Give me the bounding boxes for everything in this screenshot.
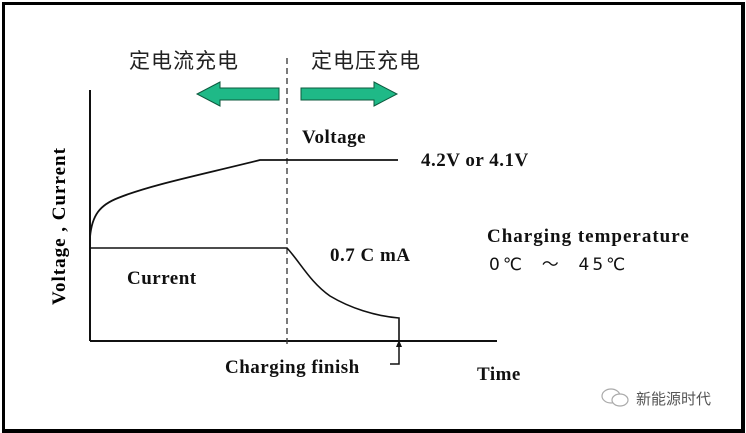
time-axis-label: Time [477,364,521,385]
temperature-title: Charging temperature [487,226,690,247]
temperature-range: 0℃ ～ 45℃ [489,255,629,275]
voltage-value-label: 4.2V or 4.1V [421,150,529,171]
current-curve [90,247,400,341]
right-arrow-icon [300,81,399,107]
constant-voltage-label: 定电压充电 [311,49,421,73]
current-label: Current [127,268,197,289]
voltage-label: Voltage [302,127,367,148]
finish-pointer [390,344,400,365]
voltage-curve [89,159,398,238]
constant-current-label: 定电流充电 [129,49,239,73]
current-value-label: 0.7 C mA [330,245,411,266]
wechat-icon [601,388,629,407]
watermark-text: 新能源时代 [636,389,712,408]
charging-finish-label: Charging finish [225,357,360,378]
finish-arrowhead [396,340,402,347]
watermark: 新能源时代 [600,387,711,409]
left-arrow-icon [195,81,280,107]
y-axis-label: Voltage , Current [49,147,70,305]
